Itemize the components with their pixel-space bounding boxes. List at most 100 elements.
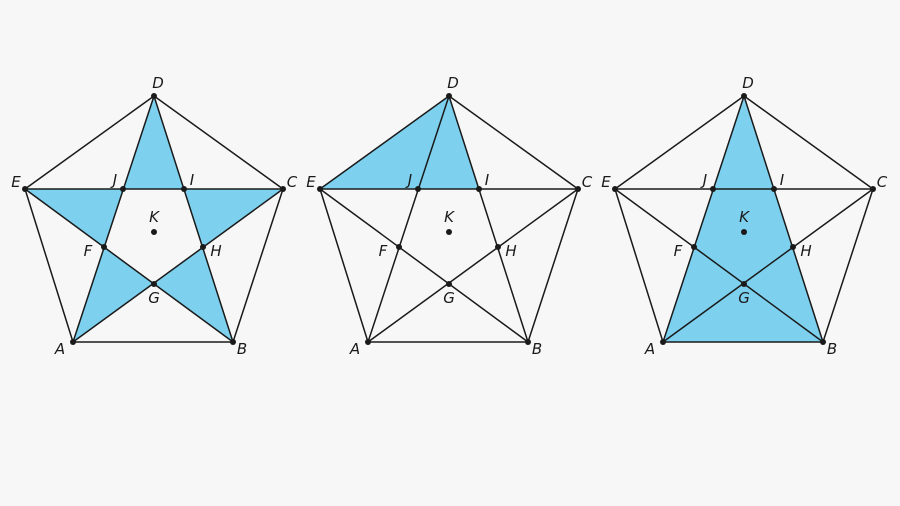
point-j xyxy=(120,186,126,192)
point-g xyxy=(446,281,452,287)
segment-be xyxy=(24,188,234,343)
point-c xyxy=(280,186,286,192)
figure-3: A B C D E F G H I J K xyxy=(601,74,888,358)
point-i xyxy=(181,186,187,192)
point-a xyxy=(70,339,76,345)
segment-ea xyxy=(319,188,369,343)
segment-ad xyxy=(72,95,155,343)
point-c xyxy=(575,186,581,192)
point-d xyxy=(446,93,452,99)
point-label-c: C xyxy=(582,173,593,191)
point-j xyxy=(710,186,716,192)
segment-be xyxy=(319,188,529,343)
point-label-e: E xyxy=(306,173,316,191)
point-i xyxy=(771,186,777,192)
point-e xyxy=(612,186,618,192)
segment-ca xyxy=(662,188,874,343)
segment-be xyxy=(614,188,824,343)
segment-de xyxy=(319,95,450,190)
segment-bc xyxy=(232,188,284,343)
figure-2: A B C D E F G H I J K xyxy=(306,74,593,358)
point-g xyxy=(151,281,157,287)
point-label-i: I xyxy=(780,171,785,189)
segment-ea xyxy=(24,188,74,343)
point-label-j: J xyxy=(110,171,117,189)
point-b xyxy=(820,339,826,345)
point-k xyxy=(151,229,157,235)
point-f xyxy=(691,244,697,250)
point-d xyxy=(151,93,157,99)
point-label-d: D xyxy=(742,74,754,92)
point-e xyxy=(317,186,323,192)
shaded-region-edi xyxy=(320,96,479,189)
point-a xyxy=(365,339,371,345)
segment-ca xyxy=(367,188,579,343)
segment-ca xyxy=(72,188,284,343)
segment-cd xyxy=(743,95,874,190)
shaded-region-bgh xyxy=(154,247,233,342)
point-label-f: F xyxy=(674,242,683,260)
point-label-b: B xyxy=(237,340,247,358)
point-b xyxy=(525,339,531,345)
point-label-a: A xyxy=(644,340,655,358)
point-j xyxy=(415,186,421,192)
point-g xyxy=(741,281,747,287)
point-label-h: H xyxy=(210,242,221,260)
shaded-region-abidj xyxy=(663,96,823,342)
point-label-c: C xyxy=(287,173,298,191)
segment-ea xyxy=(614,188,664,343)
segment-db xyxy=(448,95,529,343)
point-label-h: H xyxy=(800,242,811,260)
point-label-a: A xyxy=(349,340,360,358)
point-label-i: I xyxy=(485,171,490,189)
point-f xyxy=(101,244,107,250)
point-label-g: G xyxy=(443,289,455,307)
segment-ad xyxy=(367,95,450,343)
shaded-region-ejf xyxy=(25,189,123,247)
point-label-j: J xyxy=(405,171,412,189)
point-label-k: K xyxy=(739,208,750,226)
point-label-a: A xyxy=(54,340,65,358)
point-label-d: D xyxy=(447,74,459,92)
point-label-g: G xyxy=(738,289,750,307)
segment-de xyxy=(24,95,155,190)
segment-bc xyxy=(527,188,579,343)
shaded-region-dji xyxy=(123,96,184,189)
segment-db xyxy=(743,95,824,343)
point-label-k: K xyxy=(149,208,160,226)
point-b xyxy=(230,339,236,345)
point-label-i: I xyxy=(190,171,195,189)
point-label-c: C xyxy=(877,173,888,191)
point-h xyxy=(790,244,796,250)
point-label-k: K xyxy=(444,208,455,226)
point-label-e: E xyxy=(11,173,21,191)
point-h xyxy=(200,244,206,250)
point-label-g: G xyxy=(148,289,160,307)
point-f xyxy=(396,244,402,250)
segment-bc xyxy=(822,188,874,343)
point-label-j: J xyxy=(700,171,707,189)
shaded-region-chi xyxy=(184,189,283,247)
point-label-e: E xyxy=(601,173,611,191)
segment-de xyxy=(614,95,745,190)
point-d xyxy=(741,93,747,99)
point-label-b: B xyxy=(532,340,542,358)
point-label-h: H xyxy=(505,242,516,260)
point-h xyxy=(495,244,501,250)
point-i xyxy=(476,186,482,192)
point-label-f: F xyxy=(379,242,388,260)
point-label-f: F xyxy=(84,242,93,260)
segment-ad xyxy=(662,95,745,343)
point-e xyxy=(22,186,28,192)
segment-cd xyxy=(448,95,579,190)
shaded-region-afg xyxy=(73,247,154,342)
point-label-b: B xyxy=(827,340,837,358)
point-c xyxy=(870,186,876,192)
segment-cd xyxy=(153,95,284,190)
segment-db xyxy=(153,95,234,343)
point-a xyxy=(660,339,666,345)
point-k xyxy=(446,229,452,235)
point-k xyxy=(741,229,747,235)
